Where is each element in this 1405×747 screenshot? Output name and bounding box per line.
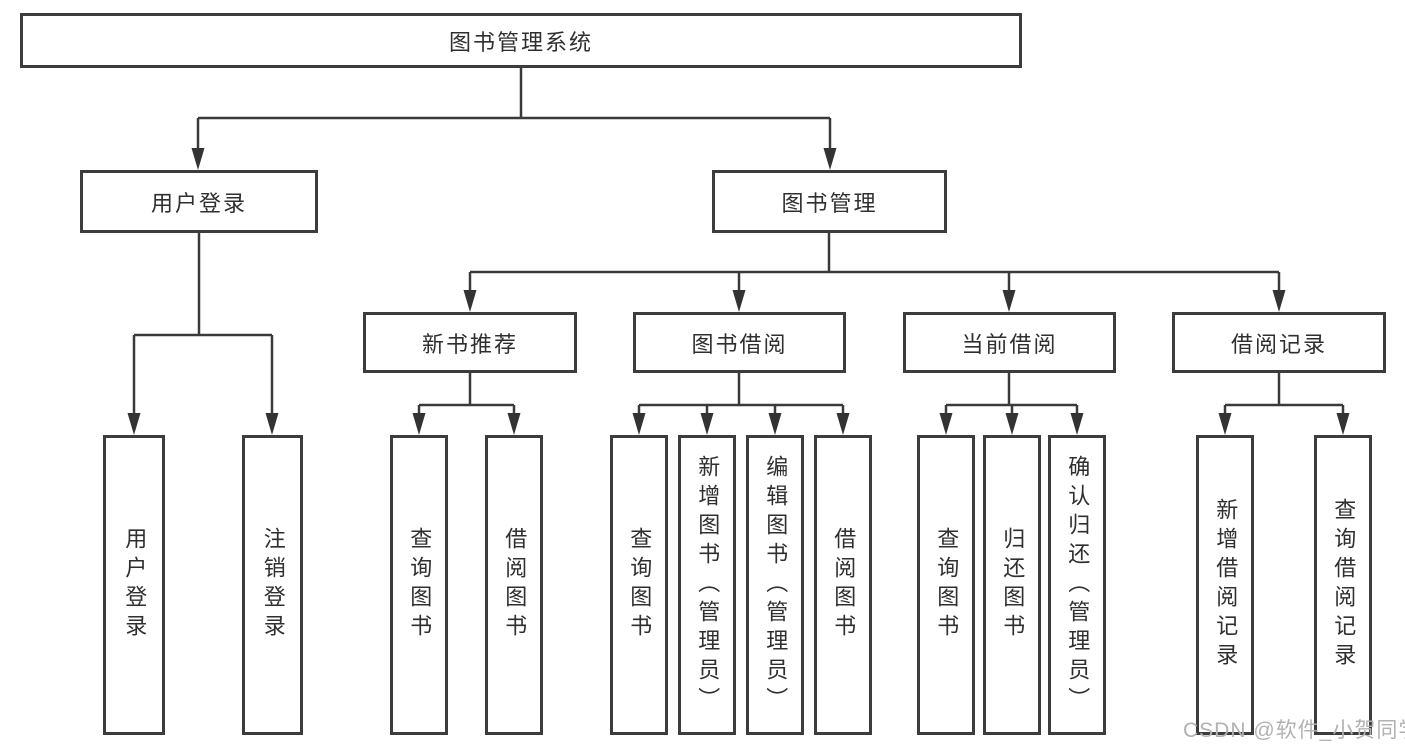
leaf-borrow-query-books: 查询图书 — [610, 435, 668, 735]
node-root-library-system: 图书管理系统 — [20, 13, 1022, 68]
leaf-recommend-borrow-books: 借阅图书 — [485, 435, 543, 735]
node-book-management-branch: 图书管理 — [712, 170, 947, 233]
node-label: 新增借阅记录 — [1213, 498, 1239, 672]
node-new-book-recommendation: 新书推荐 — [363, 312, 577, 373]
node-label: 借阅图书 — [502, 527, 528, 643]
node-label: 查询图书 — [627, 527, 653, 643]
node-borrowing-records: 借阅记录 — [1172, 312, 1386, 373]
node-label: 注销登录 — [260, 527, 286, 643]
node-book-borrowing: 图书借阅 — [633, 312, 846, 373]
leaf-confirm-return-admin: 确认归还（管理员） — [1048, 435, 1106, 735]
node-label: 借阅记录 — [1230, 331, 1327, 357]
node-label: 归还图书 — [1000, 527, 1026, 643]
node-label: 查询图书 — [407, 527, 433, 643]
node-label: 当前借阅 — [961, 331, 1058, 357]
node-label: 新增图书（管理员） — [695, 454, 721, 716]
leaf-borrow-books: 借阅图书 — [814, 435, 872, 735]
leaf-edit-books-admin: 编辑图书（管理员） — [746, 435, 804, 735]
node-label: 借阅图书 — [831, 527, 857, 643]
node-label: 用户登录 — [122, 527, 148, 643]
leaf-query-borrow-record: 查询借阅记录 — [1314, 435, 1372, 735]
node-current-borrowing: 当前借阅 — [903, 312, 1116, 373]
node-label: 查询图书 — [934, 527, 960, 643]
node-label: 图书借阅 — [691, 331, 788, 357]
node-user-login-branch: 用户登录 — [80, 170, 318, 233]
node-label: 新书推荐 — [421, 331, 518, 357]
leaf-recommend-query-books: 查询图书 — [390, 435, 448, 735]
leaf-current-query-books: 查询图书 — [917, 435, 975, 735]
leaf-add-borrow-record: 新增借阅记录 — [1196, 435, 1254, 735]
node-label: 图书管理 — [781, 190, 878, 216]
node-label: 用户登录 — [150, 190, 247, 216]
leaf-add-books-admin: 新增图书（管理员） — [678, 435, 736, 735]
leaf-return-books: 归还图书 — [983, 435, 1041, 735]
leaf-user-login: 用户登录 — [103, 435, 165, 735]
node-label: 查询借阅记录 — [1331, 498, 1357, 672]
node-label: 图书管理系统 — [448, 29, 593, 55]
node-label: 确认归还（管理员） — [1065, 454, 1091, 716]
csdn-watermark: CSDN @软件_小贺同学 — [1183, 719, 1405, 742]
node-label: 编辑图书（管理员） — [763, 454, 789, 716]
leaf-logout: 注销登录 — [242, 435, 303, 735]
